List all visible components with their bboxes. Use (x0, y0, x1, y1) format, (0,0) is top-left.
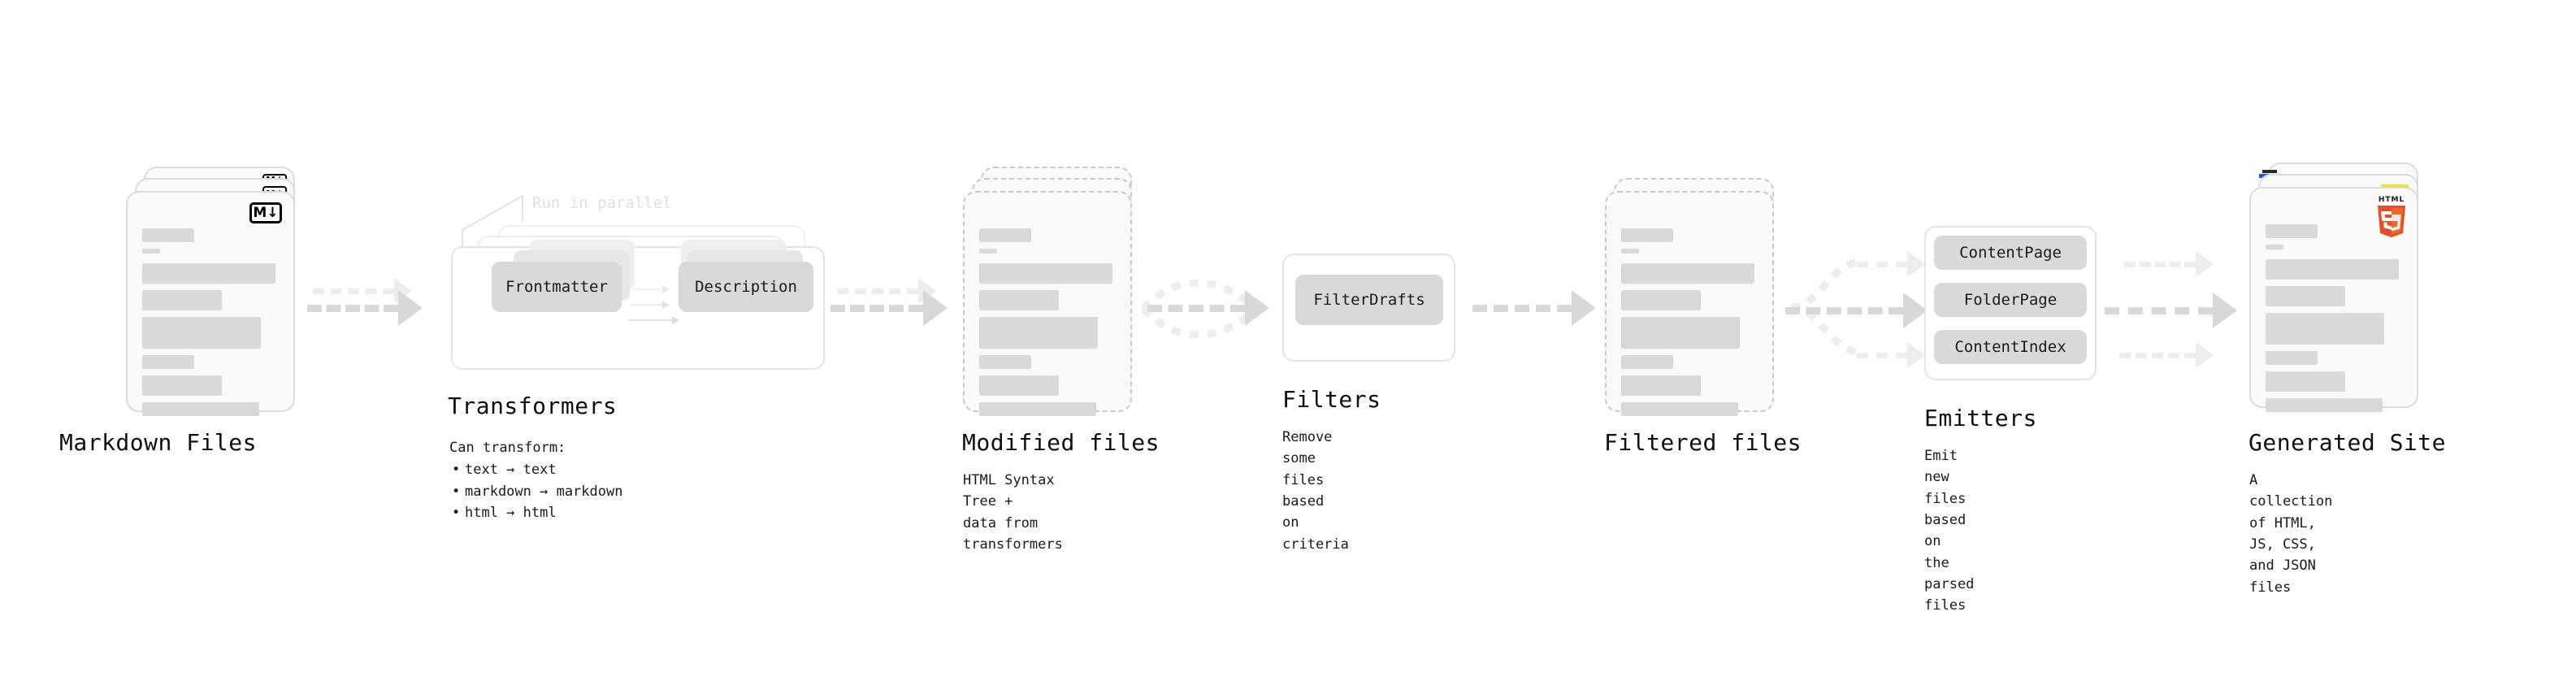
document-placeholder-lines (2266, 224, 2402, 419)
transformers-description: Can transform: text → text markdown → ma… (449, 437, 623, 524)
transformers-desc-list: text → text markdown → markdown html → h… (449, 459, 623, 524)
page-title-modified-files: Modified files (962, 429, 1160, 456)
arrow-filtered-to-emitters-fan-curves (1790, 258, 1863, 357)
markdown-file-front: M↓ (126, 191, 295, 416)
transformer-inner-arrow-2 (631, 301, 670, 309)
html5-icon: HTML (2376, 197, 2407, 242)
transformer-inner-arrow-3 (633, 285, 670, 293)
chip-filterdrafts[interactable]: FilterDrafts (1295, 275, 1443, 325)
transformers-desc-lead: Can transform: (449, 440, 566, 456)
page-title-filtered-files: Filtered files (1604, 429, 1802, 456)
page-title-emitters: Emitters (1924, 405, 2037, 432)
list-item: text → text (452, 459, 622, 481)
list-item: markdown → markdown (452, 481, 623, 503)
emitters-description: Emit new files based on the parsed files (1924, 448, 1975, 614)
run-in-parallel-label: Run in parallel (532, 194, 672, 212)
page-title-generated-site: Generated Site (2249, 429, 2447, 456)
document-placeholder-lines (142, 228, 279, 423)
filtered-file-front (1605, 191, 1774, 416)
page-title-markdown-files: Markdown Files (59, 429, 258, 456)
generated-site-description: A collection of HTML, JS, CSS, and JSON … (2249, 472, 2333, 596)
transformer-inner-arrow-1 (628, 316, 679, 324)
generated-site-file-front: HTML (2249, 187, 2418, 412)
modified-files-description: HTML Syntax Tree + data from transformer… (963, 472, 1063, 553)
chip-contentpage[interactable]: ContentPage (1934, 236, 2087, 270)
modified-file-front (963, 191, 1132, 416)
chip-contentindex[interactable]: ContentIndex (1934, 330, 2087, 364)
page-title-filters: Filters (1282, 386, 1381, 413)
document-placeholder-lines (979, 228, 1116, 423)
markdown-icon: M↓ (249, 202, 282, 223)
chip-frontmatter[interactable]: Frontmatter (492, 262, 622, 312)
arrow-modified-to-filters-curves (1142, 279, 1255, 339)
html5-icon-label: HTML (2378, 196, 2405, 204)
chip-description[interactable]: Description (679, 262, 813, 312)
page-title-transformers: Transformers (448, 393, 618, 419)
chip-folderpage[interactable]: FolderPage (1934, 283, 2087, 317)
filters-description: Remove some files based on criteria (1282, 429, 1349, 553)
stage-transformers: Run in parallel Frontmatter Description … (448, 191, 825, 524)
list-item: html → html (452, 502, 622, 524)
document-placeholder-lines (1621, 228, 1758, 423)
